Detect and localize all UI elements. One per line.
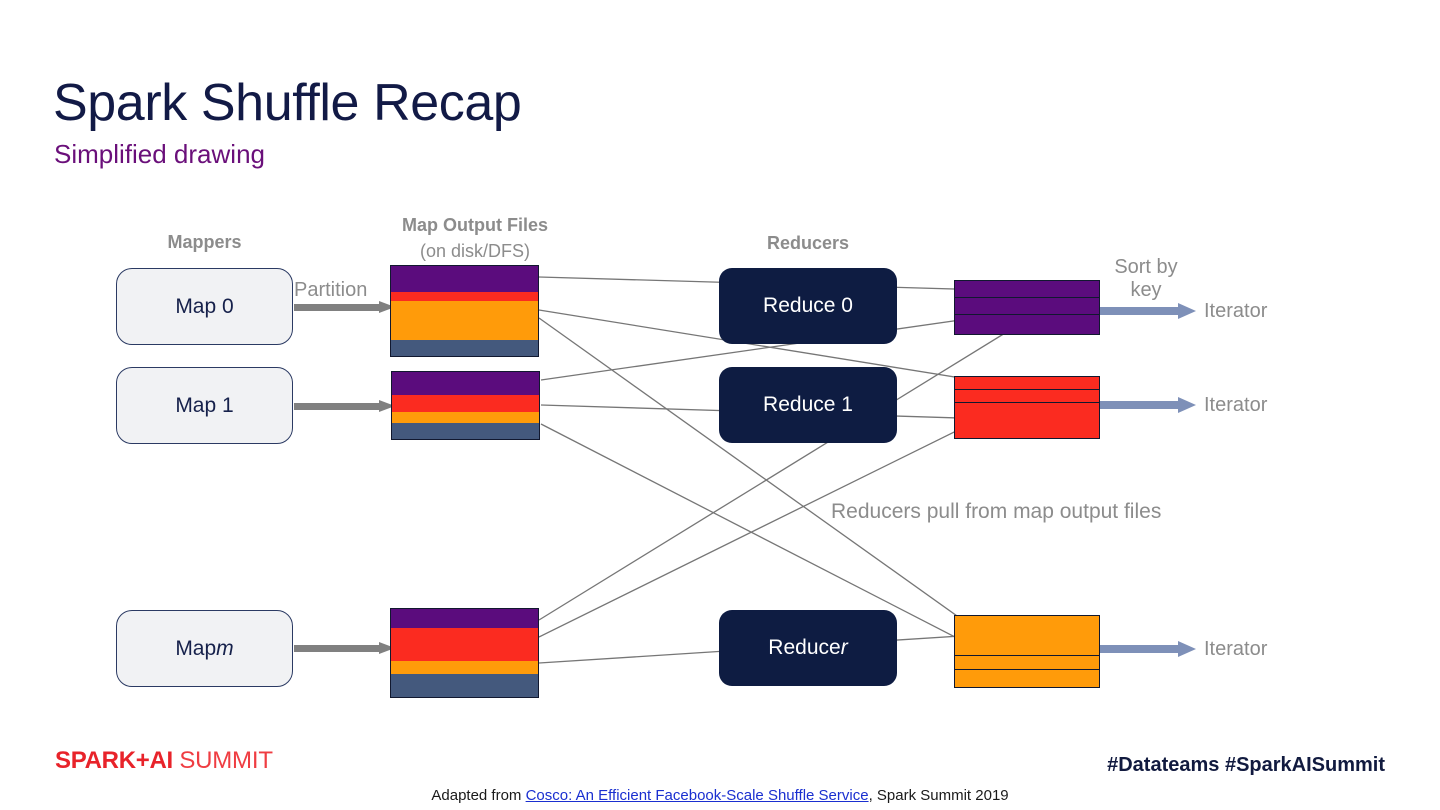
band-red [391, 292, 538, 301]
partition-label: Partition [294, 279, 368, 301]
output-band [955, 616, 1099, 656]
arrow-shaft [1100, 645, 1178, 653]
output-band [955, 281, 1099, 298]
output-band [955, 390, 1099, 403]
reduce-box-1-label: Reduce 1 [763, 393, 853, 416]
logo-bold-text: SPARK+AI [55, 747, 173, 774]
spark-ai-summit-logo: SPARK+AI SUMMIT [55, 746, 273, 776]
output-band [955, 377, 1099, 390]
iterator-arrow-r [1100, 641, 1196, 657]
sort-by-key-label-line2: key [1130, 279, 1162, 301]
reduce-box-r-label: Reduce [768, 636, 841, 659]
map-box-1-label: Map 1 [175, 393, 234, 417]
map-box-m-index: m [216, 636, 234, 660]
footer-hashtags: #Datateams #SparkAISummit [1107, 754, 1385, 776]
band-purple [391, 609, 538, 628]
arrow-shaft [294, 645, 379, 652]
arrow-shaft [1100, 401, 1178, 409]
iterator-arrow-0 [1100, 303, 1196, 319]
band-slate [391, 340, 538, 356]
output-band [955, 670, 1099, 687]
attribution-link[interactable]: Cosco: An Efficient Facebook-Scale Shuff… [525, 787, 869, 804]
reduce-box-0[interactable]: Reduce 0 [719, 268, 897, 344]
map-box-m-label: Map [175, 636, 217, 660]
reduce-box-0-label: Reduce 0 [763, 294, 853, 317]
iterator-label-0: Iterator [1204, 300, 1268, 322]
band-red [391, 628, 538, 661]
iterator-arrow-1 [1100, 397, 1196, 413]
band-slate [391, 674, 538, 697]
arrow-head [1178, 303, 1196, 319]
reduce-output-0 [954, 280, 1100, 335]
arrow-head [1178, 397, 1196, 413]
heading-map-output-files: Map Output Files [402, 215, 548, 235]
attribution-line: Adapted from Cosco: An Efficient Faceboo… [0, 786, 1440, 806]
band-red [392, 395, 539, 412]
arrow-shaft [1100, 307, 1178, 315]
iterator-label-r: Iterator [1204, 638, 1268, 660]
reduce-box-1[interactable]: Reduce 1 [719, 367, 897, 443]
attribution-prefix: Adapted from [431, 787, 526, 804]
reduce-output-1 [954, 376, 1100, 439]
map-output-file-0 [390, 265, 539, 357]
band-orange [391, 661, 538, 674]
band-slate [392, 423, 539, 439]
map-output-file-m [390, 608, 539, 698]
band-purple [391, 266, 538, 292]
reduce-output-r [954, 615, 1100, 688]
map-box-0-label: Map 0 [175, 294, 234, 318]
output-band [955, 656, 1099, 670]
output-band [955, 315, 1099, 334]
map-box-0[interactable]: Map 0 [116, 268, 293, 345]
band-orange [392, 412, 539, 423]
attribution-suffix: , Spark Summit 2019 [868, 787, 1009, 804]
page-title: Spark Shuffle Recap [53, 74, 522, 132]
map-box-1[interactable]: Map 1 [116, 367, 293, 444]
heading-map-output-files-sub: (on disk/DFS) [419, 241, 531, 261]
logo-light-text: SUMMIT [172, 747, 273, 774]
output-band [955, 298, 1099, 315]
partition-arrow-m [294, 642, 395, 655]
heading-mappers: Mappers [167, 232, 242, 252]
reduce-box-r[interactable]: Reduce r [719, 610, 897, 686]
partition-arrow-0 [294, 301, 395, 314]
output-band [955, 403, 1099, 438]
partition-arrow-1 [294, 400, 395, 413]
page-subtitle: Simplified drawing [54, 139, 265, 169]
heading-reducers: Reducers [766, 233, 850, 253]
reducers-pull-note: Reducers pull from map output files [831, 500, 1162, 523]
arrow-shaft [294, 304, 379, 311]
map-output-file-1 [391, 371, 540, 440]
arrow-shaft [294, 403, 379, 410]
map-box-m[interactable]: Map m [116, 610, 293, 687]
iterator-label-1: Iterator [1204, 394, 1268, 416]
band-orange [391, 301, 538, 340]
band-purple [392, 372, 539, 395]
sort-by-key-label-line1: Sort by [1114, 256, 1178, 278]
arrow-head [1178, 641, 1196, 657]
reduce-box-r-index: r [840, 636, 848, 659]
